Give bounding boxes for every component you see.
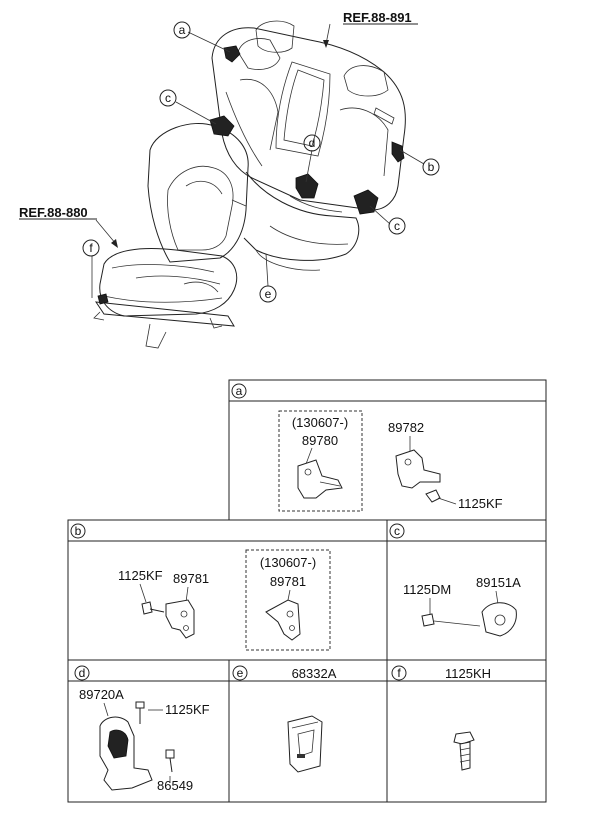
callout-b: b <box>422 158 440 176</box>
svg-text:b: b <box>428 160 435 174</box>
svg-text:86549: 86549 <box>157 778 193 793</box>
svg-text:89151A: 89151A <box>476 575 521 590</box>
svg-text:d: d <box>79 666 86 680</box>
svg-text:1125DM: 1125DM <box>403 582 451 597</box>
svg-text:b: b <box>75 524 82 538</box>
svg-text:89780: 89780 <box>302 433 338 448</box>
panel-f: f 1125KH <box>386 659 547 803</box>
panel-e: e 68332A <box>228 659 388 803</box>
callout-leaders <box>91 23 425 298</box>
svg-text:89781: 89781 <box>270 574 306 589</box>
callout-e: e <box>259 285 277 303</box>
svg-text:f: f <box>397 666 401 680</box>
panel-a: a (130607-) 89780 89782 1125KF <box>228 379 547 521</box>
callout-c-lower: c <box>388 217 406 235</box>
svg-text:89782: 89782 <box>388 420 424 435</box>
svg-text:68332A: 68332A <box>292 666 337 681</box>
svg-text:e: e <box>237 666 244 680</box>
panel-b: b 1125KF 89781 (130607-) 89781 <box>67 519 388 661</box>
svg-text:a: a <box>236 384 243 398</box>
svg-text:d: d <box>309 136 316 150</box>
svg-text:1125KF: 1125KF <box>165 702 210 717</box>
svg-text:e: e <box>265 287 272 301</box>
svg-text:(130607-): (130607-) <box>292 415 348 430</box>
svg-text:c: c <box>165 91 171 105</box>
ref-front-seat[interactable]: REF.88-880 <box>19 205 97 220</box>
panel-c: c 1125DM 89151A <box>386 519 547 661</box>
svg-text:c: c <box>394 219 400 233</box>
ref-rear-seat[interactable]: REF.88-891 <box>343 10 418 25</box>
svg-text:a: a <box>179 23 186 37</box>
svg-text:c: c <box>394 524 400 538</box>
panel-d: d 89720A 1125KF 86549 <box>67 659 230 803</box>
svg-text:f: f <box>89 241 93 255</box>
callout-f: f <box>82 239 100 257</box>
svg-text:1125KH: 1125KH <box>445 666 491 681</box>
svg-text:REF.88-880: REF.88-880 <box>19 205 88 220</box>
seat-illustration <box>93 20 406 349</box>
callout-d: d <box>303 134 321 152</box>
svg-text:(130607-): (130607-) <box>260 555 316 570</box>
callout-c-upper: c <box>159 89 177 107</box>
svg-text:1125KF: 1125KF <box>458 496 503 511</box>
svg-text:REF.88-891: REF.88-891 <box>343 10 412 25</box>
svg-text:89720A: 89720A <box>79 687 124 702</box>
svg-text:89781: 89781 <box>173 571 209 586</box>
callout-a: a <box>173 21 191 39</box>
svg-text:1125KF: 1125KF <box>118 568 163 583</box>
